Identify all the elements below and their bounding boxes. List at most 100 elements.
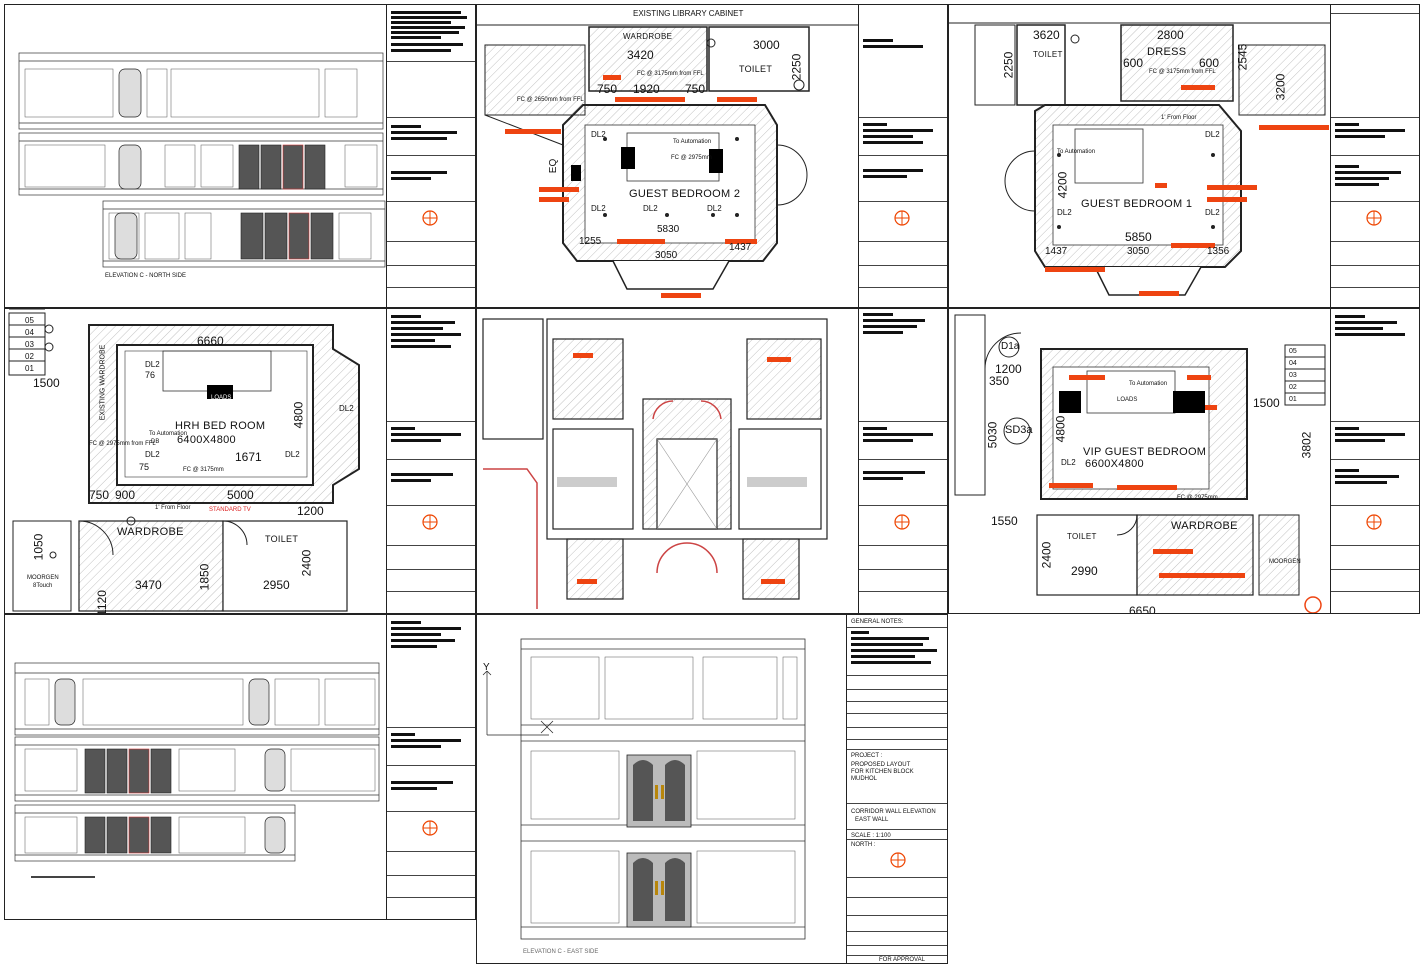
hrh-room-label: HRH BED ROOM (175, 420, 266, 432)
vip-note-2: To Automation (1129, 381, 1168, 387)
vip-room-label: VIP GUEST BEDROOM (1083, 446, 1207, 458)
guest-bedroom-2-plan (477, 24, 861, 290)
title-block-main: GENERAL NOTES: PROJECT : PROPOSED LAYOUT… (846, 615, 947, 963)
vip-dim-3: 5030 (985, 421, 1000, 449)
hrh-dim-1: 6660 (197, 334, 224, 348)
north-arrow-icon (894, 210, 910, 226)
title-block (386, 309, 475, 613)
guest2-dim-6: 2250 (789, 53, 804, 81)
guest2-wardrobe-label: WARDROBE (623, 32, 673, 41)
sheet-guest-bedroom-2[interactable]: EXISTING LIBRARY CABINET WARDROBE TOILET… (476, 4, 948, 308)
hrh-dim-12: 1850 (197, 563, 212, 591)
hrh-dim-10: 1120 (94, 590, 109, 614)
guest1-note-2: To Automation (1057, 149, 1096, 155)
guest1-dim-7: 3200 (1273, 73, 1288, 101)
guest2-dim-10: 1255 (579, 236, 602, 247)
sheet-hrh-bedroom[interactable]: 05 04 03 02 01 HRH BED ROOM 6400X4800 WA… (4, 308, 476, 614)
vip-note-3: FC @ 2975mm (1177, 495, 1218, 501)
guest1-dl-2: DL2 (1205, 208, 1220, 217)
hrh-bedroom-plan (8, 309, 360, 612)
guest2-dim-2: 3000 (753, 38, 780, 52)
guest2-note-1: FC @ 3175mm from FFL (637, 71, 704, 77)
north-arrow-icon (1366, 514, 1382, 530)
vip-legend-3: 03 (1289, 372, 1297, 379)
title-block (386, 615, 475, 919)
guest1-dim-9: 5850 (1125, 230, 1152, 244)
vip-dim-5: 1500 (1253, 396, 1280, 410)
guest2-dim-8: 5830 (657, 224, 680, 235)
vip-moorgen: MOORGEN (1269, 559, 1301, 565)
guest2-dim-5: 750 (685, 82, 706, 96)
north-arrow-icon (1366, 210, 1382, 226)
title-block (1330, 309, 1419, 613)
hrh-size-label: 6400X4800 (177, 434, 236, 446)
guest1-room-label: GUEST BEDROOM 1 (1081, 198, 1193, 210)
hrh-moorgen-sub: 8Touch (33, 583, 53, 589)
guest2-room-label: GUEST BEDROOM 2 (629, 188, 741, 200)
scale-label: SCALE : 1:100 (851, 833, 891, 839)
hrh-dim-6: 900 (115, 488, 136, 502)
hrh-dl-4: DL2 (339, 404, 354, 413)
guest1-dress-label: DRESS (1147, 46, 1187, 58)
vip-bedroom-plan (954, 314, 1326, 613)
project-line-3: MUDHOL (851, 776, 878, 782)
hrh-dim-8: 1200 (297, 504, 324, 518)
hrh-dim-9: 1050 (31, 533, 46, 561)
vip-dim-10: 6650 (1129, 604, 1156, 614)
north-arrow-icon (422, 514, 438, 530)
sheet-elevation-north[interactable]: ELEVATION C - NORTH SIDE (4, 4, 476, 308)
vip-toilet-label: TOILET (1067, 532, 1097, 541)
sheet-vip-guest-bedroom[interactable]: D1a SD3a VIP GUEST BEDROOM 6600X4800 WAR… (948, 308, 1420, 614)
guest1-dl-1: DL2 (1057, 208, 1072, 217)
project-label: PROJECT : (851, 753, 883, 759)
overall-floor-plan (482, 318, 828, 609)
sheet-guest-bedroom-1[interactable]: DRESS TOILET GUEST BEDROOM 1 3620 2800 2… (948, 4, 1420, 308)
vip-tag-door: D1a (1001, 341, 1020, 352)
elevation-north-drawing (18, 52, 386, 268)
guest2-dl-1: DL2 (591, 130, 606, 139)
sheet-elevation-east[interactable]: Y ELEVATION C - EAST SIDE GENERAL NOTES:… (476, 614, 948, 964)
vip-dim-8: 2400 (1039, 541, 1054, 569)
existing-library-cabinet-label: EXISTING LIBRARY CABINET (633, 9, 744, 18)
hrh-dim-3: 4800 (291, 401, 306, 429)
vip-legend-1: 05 (1289, 348, 1297, 355)
vip-wardrobe-label: WARDROBE (1171, 520, 1238, 532)
elevation-east-axis-y: Y (483, 662, 490, 673)
hrh-note-4: LOADS (211, 395, 232, 401)
hrh-dim-4: 1671 (235, 450, 262, 464)
vip-dim-9: 2990 (1071, 564, 1098, 578)
hrh-note-5: 1' From Floor (155, 505, 191, 511)
hrh-legend-5: 01 (25, 364, 34, 373)
guest2-dim-1: 3420 (627, 48, 654, 62)
vip-note-1: LOADS (1117, 397, 1138, 403)
hrh-existing-wardrobe: EXISTING WARDROBE (99, 344, 107, 421)
guest2-dim-4: 750 (597, 82, 618, 96)
vip-dim-2: 350 (989, 374, 1010, 388)
guest1-note-1: FC @ 3175mm from FFL (1149, 69, 1216, 75)
vip-size-label: 6600X4800 (1085, 458, 1144, 470)
drawing-title-2: EAST WALL (855, 817, 889, 823)
guest2-dl-3: DL2 (643, 204, 658, 213)
guest1-dim-11: 1437 (1045, 246, 1068, 257)
guest2-eq-label: EQ (548, 158, 560, 174)
hrh-dim-14: 2400 (299, 549, 314, 577)
north-arrow-icon (890, 852, 906, 868)
vip-dim-1: 1200 (995, 362, 1022, 376)
guest2-dim-3: 1920 (633, 82, 660, 96)
guest1-dim-5: 600 (1199, 56, 1220, 70)
hrh-dim-16: 76 (145, 370, 156, 380)
vip-dim-7: 1550 (991, 514, 1018, 528)
north-arrow-icon (422, 820, 438, 836)
project-line-2: FOR KITCHEN BLOCK (851, 769, 914, 775)
sheet-elevation-corridor[interactable] (4, 614, 476, 920)
hrh-note-1: FC @ 2975mm from FFL (89, 441, 156, 447)
guest1-dim-4: 600 (1123, 56, 1144, 70)
guest2-toilet-label: TOILET (739, 64, 773, 74)
approval-status: FOR APPROVAL (879, 957, 925, 963)
project-line-1: PROPOSED LAYOUT (851, 762, 911, 768)
sheet-overall-plan[interactable] (476, 308, 948, 614)
hrh-toilet-label: TOILET (265, 534, 299, 544)
hrh-legend-3: 03 (25, 340, 34, 349)
guest2-dim-9: 1437 (729, 242, 752, 253)
guest1-dl-3: DL2 (1205, 130, 1220, 139)
